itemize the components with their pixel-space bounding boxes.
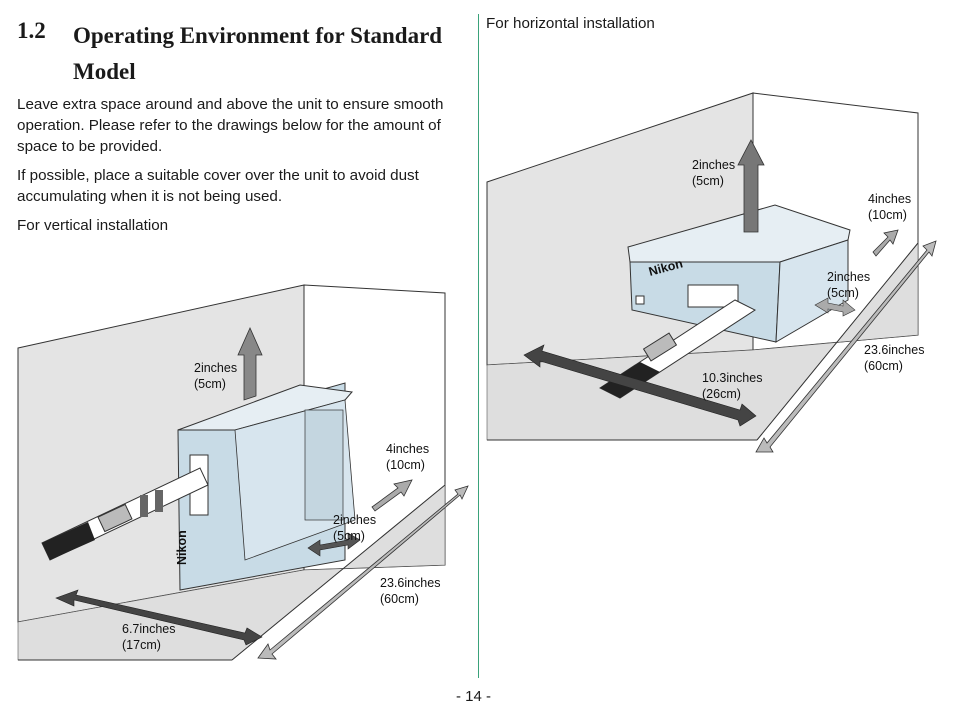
back-clearance-cm-vertical: (10cm): [386, 458, 425, 472]
top-clearance-inch-horizontal: 2inches: [692, 158, 735, 172]
top-clearance-inch-vertical: 2inches: [194, 361, 237, 375]
film-holder-vertical: [41, 467, 209, 561]
depth-arrow-vertical: [257, 485, 469, 660]
back-clearance-inch-horizontal: 4inches: [868, 192, 911, 206]
section-number: 1.2: [17, 18, 46, 43]
caption-vertical: For vertical installation: [17, 217, 169, 234]
width-cm-vertical: (17cm): [122, 638, 161, 652]
depth-cm-horizontal: (60cm): [864, 359, 903, 373]
paragraph-cover: If possible, place a suitable cover over…: [17, 167, 419, 205]
depth-arrow-horizontal: [755, 240, 937, 453]
paragraph-space: Leave extra space around and above the u…: [17, 96, 444, 155]
back-clearance-cm-horizontal: (10cm): [868, 208, 907, 222]
top-clearance-cm-horizontal: (5cm): [692, 174, 724, 188]
back-clearance-inch-vertical: 4inches: [386, 442, 429, 456]
width-arrow-horizontal: [523, 344, 757, 427]
column-divider: [478, 14, 479, 678]
side-clearance-inch-horizontal: 2inches: [827, 270, 870, 284]
brand-logo-vertical: Nikon: [175, 530, 189, 565]
caption-horizontal: For horizontal installation: [486, 15, 655, 32]
scanner-vertical: Nikon: [175, 382, 356, 591]
side-clearance-arrow-vertical: [307, 532, 361, 557]
side-clearance-arrow-horizontal: [814, 297, 856, 317]
page-number: - 14 -: [456, 688, 492, 705]
top-clearance-arrow-horizontal: [737, 139, 765, 233]
depth-inch-horizontal: 23.6inches: [864, 343, 924, 357]
width-arrow-vertical: [55, 589, 263, 646]
top-clearance-arrow-vertical: [237, 327, 263, 401]
side-clearance-cm-horizontal: (5cm): [827, 286, 859, 300]
width-inch-horizontal: 10.3inches: [702, 371, 762, 385]
section-title: Operating Environment for Standard Model: [73, 23, 443, 84]
side-clearance-cm-vertical: (5cm): [333, 529, 365, 543]
top-clearance-cm-vertical: (5cm): [194, 377, 226, 391]
side-clearance-inch-vertical: 2inches: [333, 513, 376, 527]
scanner-horizontal: Nikon: [627, 204, 851, 343]
back-clearance-arrow-vertical: [371, 479, 413, 512]
depth-inch-vertical: 23.6inches: [380, 576, 440, 590]
width-inch-vertical: 6.7inches: [122, 622, 176, 636]
depth-cm-vertical: (60cm): [380, 592, 419, 606]
width-cm-horizontal: (26cm): [702, 387, 741, 401]
horizontal-installation-figure: Nikon 2inches (5cm) 4inches (10cm) 2inch…: [486, 92, 937, 453]
vertical-installation-figure: Nikon 2inches (5cm) 4inches (10cm) 2inch…: [17, 284, 469, 661]
back-clearance-arrow-horizontal: [872, 229, 899, 257]
